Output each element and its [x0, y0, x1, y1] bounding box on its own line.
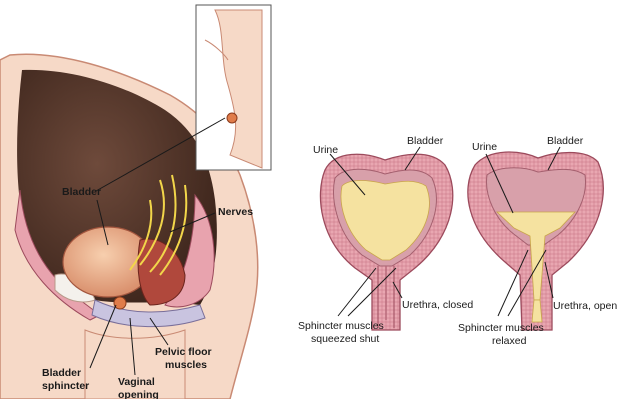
middle-figure: Urine Bladder Urethra, closed Sphincter …	[298, 135, 473, 345]
label-sphincter-closed-1: Sphincter muscles	[298, 320, 384, 332]
label-nerves: Nerves	[218, 206, 253, 218]
label-urine-open: Urine	[472, 141, 497, 153]
label-pelvic-floor-1: Pelvic floor	[155, 346, 212, 358]
left-figure: Bladder Nerves Bladder sphincter Vaginal…	[0, 5, 271, 399]
label-urethra-open: Urethra, open	[553, 300, 617, 312]
right-figure: Urine Bladder Urethra, open Sphincter mu…	[458, 135, 617, 347]
sphincter-ring	[114, 297, 126, 309]
label-sphincter-closed-2: squeezed shut	[311, 333, 379, 345]
label-urethra-closed: Urethra, closed	[402, 299, 473, 311]
label-bladder-open: Bladder	[547, 135, 584, 147]
label-bladder-sphincter-1: Bladder	[42, 367, 81, 379]
inset-marker	[227, 113, 237, 123]
label-bladder: Bladder	[62, 186, 101, 198]
label-vaginal-opening-2: opening	[118, 389, 159, 399]
label-vaginal-opening-1: Vaginal	[118, 376, 155, 388]
label-pelvic-floor-2: muscles	[165, 359, 207, 371]
label-urine-closed: Urine	[313, 144, 338, 156]
inset-figure	[196, 5, 271, 170]
label-bladder-sphincter-2: sphincter	[42, 380, 89, 392]
label-sphincter-open-2: relaxed	[492, 335, 527, 347]
label-bladder-closed: Bladder	[407, 135, 444, 147]
label-sphincter-open-1: Sphincter muscles	[458, 322, 544, 334]
